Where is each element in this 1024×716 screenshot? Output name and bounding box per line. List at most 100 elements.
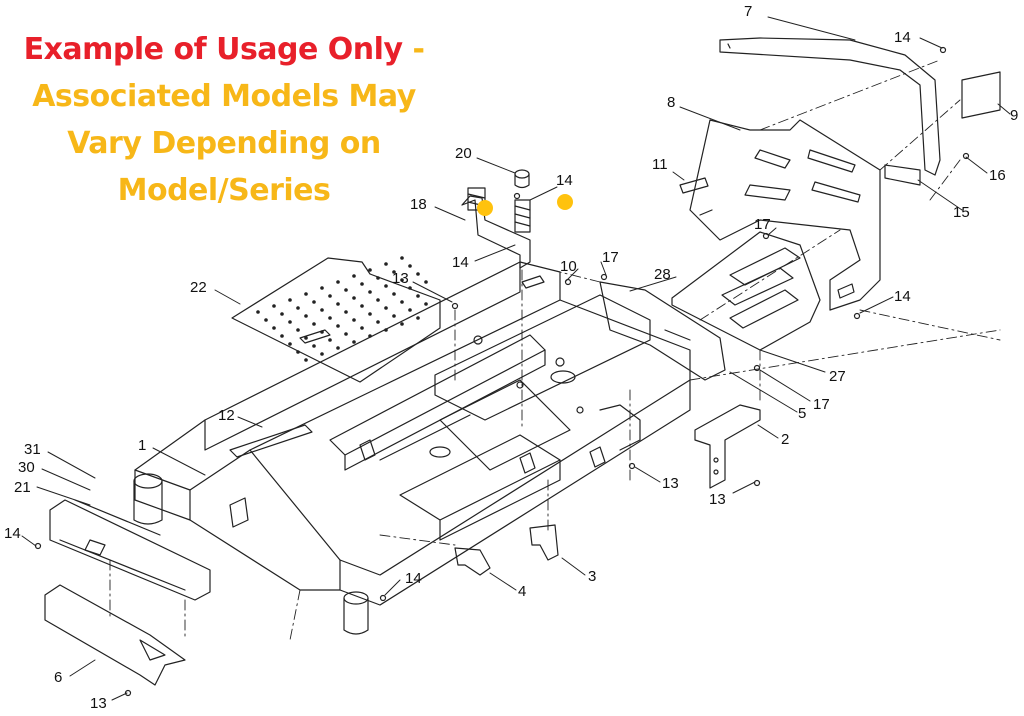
plate-hole (296, 328, 300, 332)
callout-13-deflector: 13 (90, 695, 107, 712)
plate-hole (376, 320, 380, 324)
plate-hole (360, 304, 364, 308)
highlight-dot-right (557, 194, 573, 210)
plate-hole (368, 268, 372, 272)
plate-hole (312, 344, 316, 348)
plate-hole (296, 350, 300, 354)
plate-hole (288, 342, 292, 346)
plate-hole (320, 286, 324, 290)
callout-30: 30 (18, 459, 35, 476)
notice-line-1-red: Example of Usage Only (23, 32, 403, 67)
plate-hole (368, 334, 372, 338)
callout-14-bottom: 14 (405, 570, 422, 587)
plate-hole (336, 324, 340, 328)
plate-hole (280, 312, 284, 316)
strip-12 (229, 424, 313, 458)
plate-hole (384, 284, 388, 288)
callout-13-frame: 13 (662, 475, 679, 492)
callout-9: 9 (1010, 107, 1018, 124)
plate-hole (304, 358, 308, 362)
plate-hole (416, 272, 420, 276)
plate-hole (344, 332, 348, 336)
callout-14-seat: 14 (894, 288, 911, 305)
plate-hole (400, 300, 404, 304)
plate-hole (320, 308, 324, 312)
notice-line-1: Example of Usage Only - (14, 26, 434, 73)
seat-pan (671, 231, 821, 351)
foot-plate (231, 257, 441, 383)
plate-hole (328, 338, 332, 342)
plate-hole (384, 328, 388, 332)
callout-28: 28 (654, 266, 671, 283)
plate-hole (304, 336, 308, 340)
callout-2: 2 (781, 431, 789, 448)
plate-hole (304, 314, 308, 318)
callout-17-frame: 17 (602, 249, 619, 266)
plate-hole (296, 306, 300, 310)
plate-hole (424, 302, 428, 306)
plate-hole (312, 322, 316, 326)
plate-hole (336, 346, 340, 350)
plate-hole (392, 314, 396, 318)
plate-hole (320, 330, 324, 334)
callout-15: 15 (953, 204, 970, 221)
highlight-dot-left (477, 200, 493, 216)
seat-hinge-bracket (461, 169, 531, 269)
seat-bracket (599, 281, 726, 381)
rear-panel (689, 119, 881, 311)
plate-hole (352, 296, 356, 300)
plate-hole (376, 298, 380, 302)
callout-3: 3 (588, 568, 596, 585)
callout-4: 4 (518, 583, 526, 600)
plate-hole (336, 302, 340, 306)
callout-12: 12 (218, 407, 235, 424)
plate-hole (424, 280, 428, 284)
callout-6: 6 (54, 669, 62, 686)
callout-21: 21 (14, 479, 31, 496)
plate-hole (416, 316, 420, 320)
callout-14-hinge: 14 (452, 254, 469, 271)
callout-22: 22 (190, 279, 207, 296)
plate-hole (256, 310, 260, 314)
plate-hole (344, 288, 348, 292)
plate-hole (384, 306, 388, 310)
callout-17-seat: 17 (754, 216, 771, 233)
bracket-2 (694, 404, 761, 489)
plate-hole (352, 340, 356, 344)
handle-bar (719, 37, 941, 176)
callout-13-bracket: 13 (709, 491, 726, 508)
plate-hole (392, 270, 396, 274)
callout-labels: 7 14 9 8 11 16 15 17 14 27 17 5 2 13 13 … (4, 3, 1018, 712)
plate-hole (400, 278, 404, 282)
plate-hole (360, 326, 364, 330)
plate-hole (400, 256, 404, 260)
callout-13-plate: 13 (392, 270, 409, 287)
plate-hole (272, 326, 276, 330)
decal-11 (679, 177, 709, 194)
callout-1: 1 (138, 437, 146, 454)
plate-hole (280, 334, 284, 338)
callout-18: 18 (410, 196, 427, 213)
plate-hole (288, 320, 292, 324)
plate-hole (384, 262, 388, 266)
assembly-lines (109, 59, 1001, 641)
callout-14-front: 14 (4, 525, 21, 542)
plate-hole (416, 294, 420, 298)
plate-hole (272, 304, 276, 308)
callout-10: 10 (560, 258, 577, 275)
callout-11: 11 (652, 156, 668, 173)
foot-plate-holes (256, 256, 428, 362)
plate-hole (304, 292, 308, 296)
plate-hole (320, 352, 324, 356)
plate-hole (408, 286, 412, 290)
plate-hole (408, 264, 412, 268)
callout-17-lower: 17 (813, 396, 830, 413)
plate-hole (352, 318, 356, 322)
callout-7: 7 (744, 3, 752, 20)
plate-hole (336, 280, 340, 284)
callout-20: 20 (455, 145, 472, 162)
plate-hole (352, 274, 356, 278)
notice-line-2: Associated Models May (32, 79, 416, 114)
bracket-15 (884, 164, 921, 186)
